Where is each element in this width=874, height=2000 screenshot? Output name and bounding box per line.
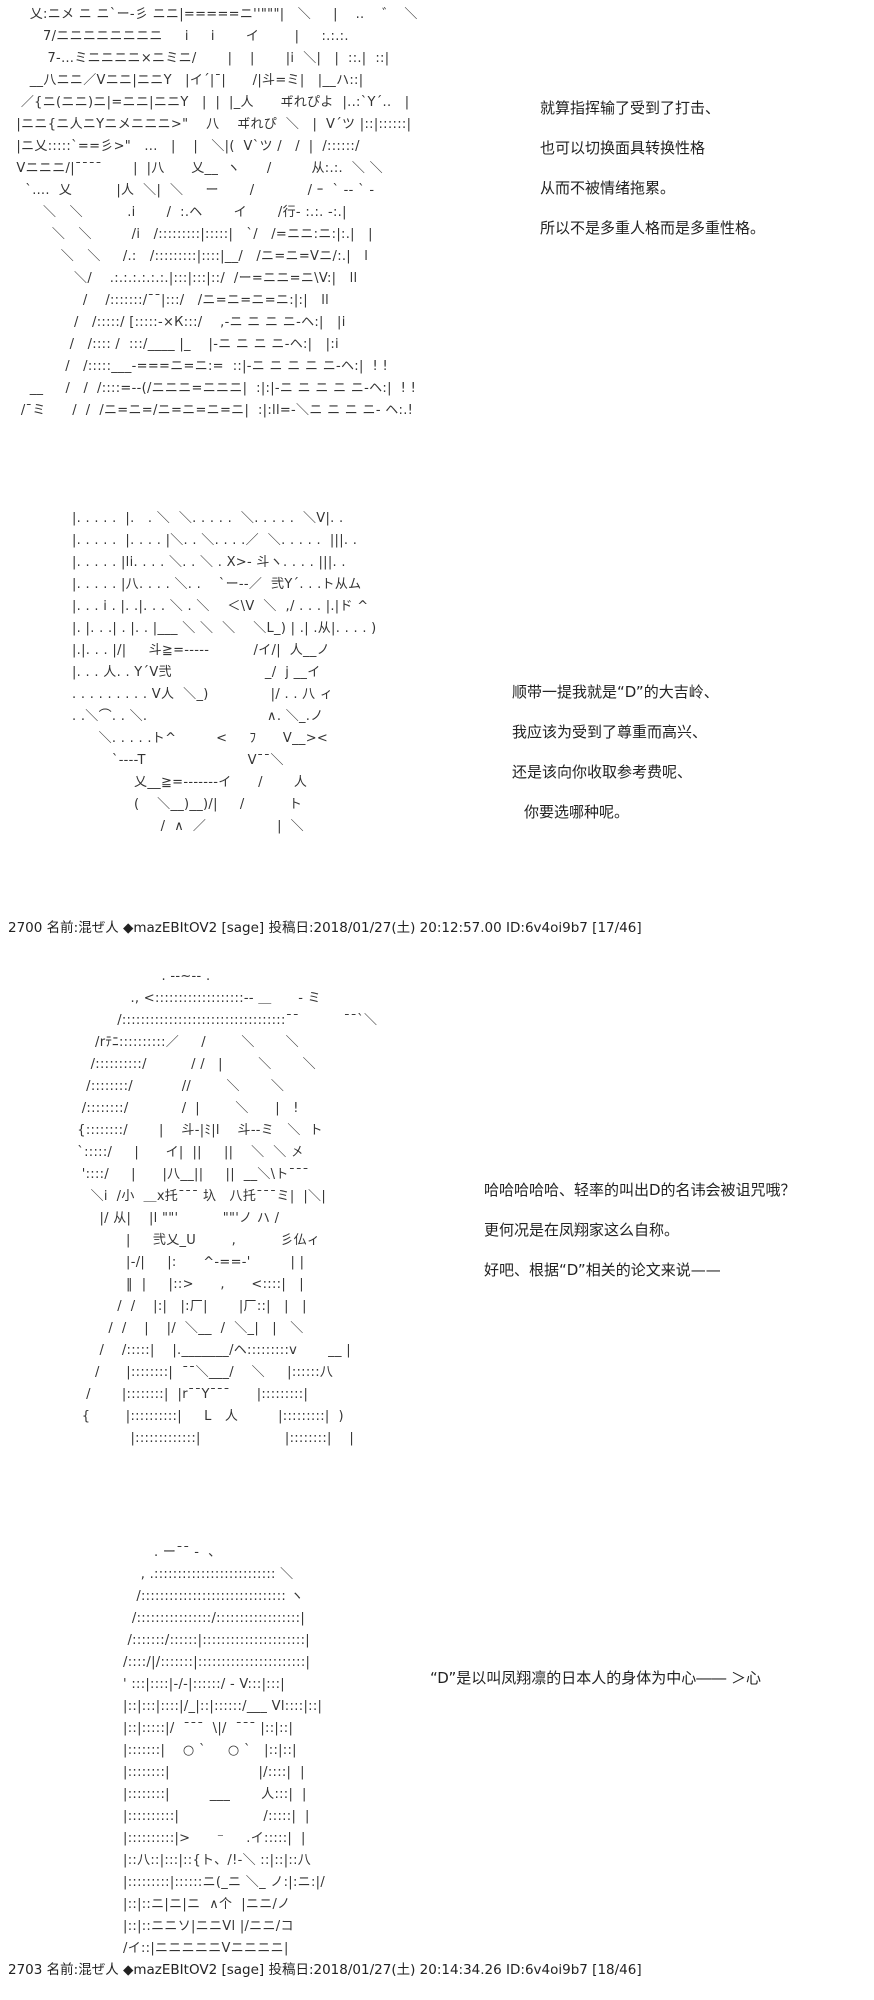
ascii-art-panel-1: 乂:ニメ ニ ニ`ー‐彡 ニニ|=====ニ''"""| ＼ | .. ゛ ＼ …: [16, 7, 418, 418]
dialog-line: 顺带一提我就是“D”的大吉岭、: [512, 683, 719, 701]
dialog-line: 也可以切换面具转换性格: [540, 139, 706, 157]
dialog-panel-4: “D”是以叫凤翔凛的日本人的身体为中心―― ＞心: [430, 1658, 761, 1698]
ascii-art-panel-3: . -‐~-- . ., <:::::::::::::::::::‐- ＿ - …: [77, 969, 378, 1446]
dialog-panel-1: 就算指挥输了受到了打击、 也可以切换面具转换性格 从而不被情绪拖累。 所以不是多…: [540, 88, 765, 248]
ascii-art-panel-4: . ー¯¯ ‐ 、 , .:::::::::::::::::::::::::: …: [123, 1545, 325, 1956]
dialog-line: 我应该为受到了尊重而高兴、: [512, 723, 708, 741]
dialog-line: 所以不是多重人格而是多重性格。: [540, 219, 766, 237]
dialog-panel-2: 顺带一提我就是“D”的大吉岭、 我应该为受到了尊重而高兴、 还是该向你收取参考费…: [512, 672, 719, 832]
post-header: 2703 名前:混ぜ人 ◆mazEBItOV2 [sage] 投稿日:2018/…: [8, 1962, 642, 1978]
dialog-line: 从而不被情绪拖累。: [540, 179, 676, 197]
dialog-line: 哈哈哈哈哈、轻率的叫出D的名讳会被诅咒哦？: [484, 1181, 796, 1199]
dialog-line: “D”是以叫凤翔凛的日本人的身体为中心―― ＞心: [430, 1669, 761, 1687]
dialog-line: 你要选哪种呢。: [524, 803, 630, 821]
post-header: 2700 名前:混ぜ人 ◆mazEBItOV2 [sage] 投稿日:2018/…: [8, 920, 642, 936]
dialog-line: 更何况是在凤翔家这么自称。: [484, 1221, 680, 1239]
dialog-line: 还是该向你收取参考费呢、: [512, 763, 693, 781]
ascii-art-panel-2: |. . . . . |. . ＼ ＼. . . . . ＼. . . . . …: [72, 511, 377, 834]
dialog-panel-3: 哈哈哈哈哈、轻率的叫出D的名讳会被诅咒哦？ 更何况是在凤翔家这么自称。 好吧、根…: [484, 1170, 796, 1290]
dialog-line: 就算指挥输了受到了打击、: [540, 99, 721, 117]
dialog-line: 好吧、根据“D”相关的论文来说——: [484, 1261, 721, 1279]
